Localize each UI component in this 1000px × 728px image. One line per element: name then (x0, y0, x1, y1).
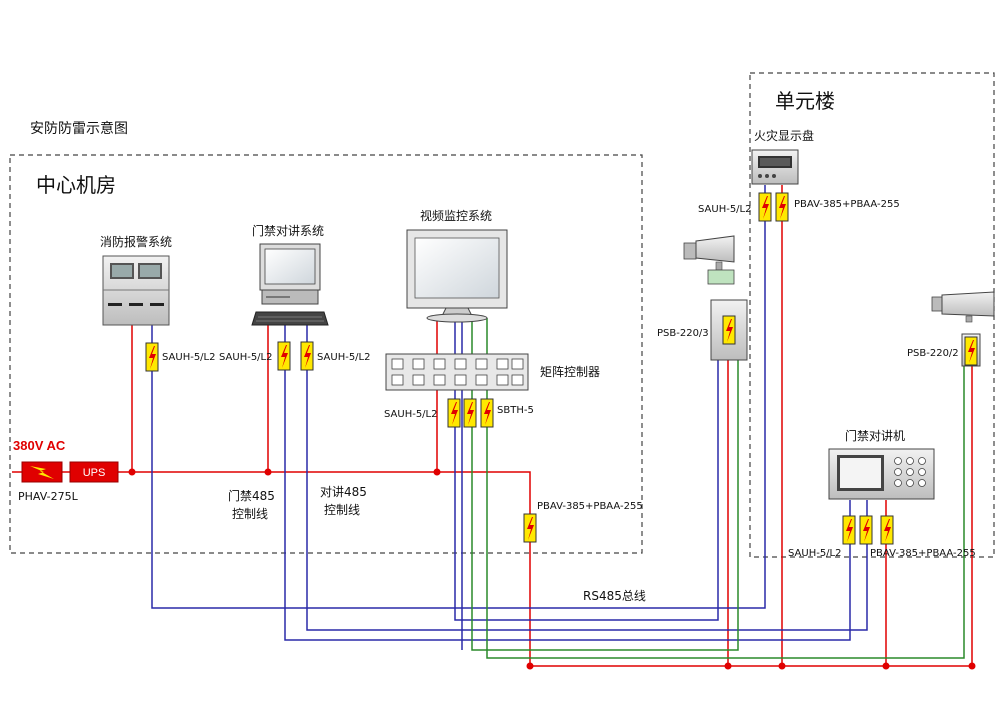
ups-label: UPS (83, 467, 106, 479)
spd-access-right (300, 341, 314, 371)
video-line-green-2 (486, 318, 965, 659)
spd-access-right-label: SAUH-5/L2 (317, 352, 371, 363)
talk485-label-2: 控制线 (324, 503, 360, 517)
spd-intercom-1 (842, 515, 856, 545)
junction-dots (128, 468, 976, 670)
spd-matrix-3 (480, 398, 494, 428)
intercom-unit (828, 448, 935, 500)
access485-label-2: 控制线 (232, 507, 268, 521)
wiring (12, 185, 973, 667)
psb-camera-2-label: PSB-220/2 (907, 348, 959, 359)
spd-center-power-label: PBAV-385+PBAA-255 (537, 501, 643, 512)
spd-access-left-label: SAUH-5/L2 (219, 352, 273, 363)
video-monitor (406, 229, 508, 323)
spd-matrix-sbth-label: SBTH-5 (497, 405, 534, 416)
access-pc (251, 243, 329, 326)
spd-camera-2 (964, 336, 978, 366)
access-system-label: 门禁对讲系统 (252, 223, 324, 238)
fire-alarm-panel (102, 255, 170, 326)
intercom-label: 门禁对讲机 (845, 428, 905, 443)
spd-firedisplay-left-label: SAUH-5/L2 (698, 204, 752, 215)
spd-matrix-sauh-label: SAUH-5/L2 (384, 409, 438, 420)
fire-alarm-label: 消防报警系统 (100, 234, 172, 249)
spd-firedisplay-1 (758, 192, 772, 222)
spd-intercom-right-label: PBAV-385+PBAA-255 (870, 548, 976, 559)
spd-intercom-2 (859, 515, 873, 545)
video-system-label: 视频监控系统 (420, 208, 492, 223)
video-line-green-1 (471, 318, 739, 651)
page-title: 安防防雷示意图 (30, 120, 128, 137)
spd-intercom-3 (880, 515, 894, 545)
spd-fire-alarm-label: SAUH-5/L2 (162, 352, 216, 363)
spd-matrix-2 (463, 398, 477, 428)
phav-label: PHAV-275L (18, 490, 79, 503)
matrix-label: 矩阵控制器 (540, 365, 600, 379)
spd-matrix-1 (447, 398, 461, 428)
zone-center-room (9, 154, 643, 554)
talk485-label-1: 对讲485 (320, 484, 367, 499)
spd-intercom-left-label: SAUH-5/L2 (788, 548, 842, 559)
camera-1 (683, 235, 748, 361)
access485-label-1: 门禁485 (228, 488, 275, 503)
fire-display-label: 火灾显示盘 (754, 128, 814, 143)
rs485-label: RS485总线 (583, 589, 646, 603)
talk485-line (306, 325, 868, 631)
spd-firedisplay-2 (775, 192, 789, 222)
spd-camera-1 (722, 315, 736, 345)
spd-access-left (277, 341, 291, 371)
fire-display-panel (751, 149, 799, 185)
zone-unit-label: 单元楼 (775, 89, 835, 113)
power-source-label: 380V AC (13, 438, 66, 453)
psb-camera-1-label: PSB-220/3 (657, 328, 709, 339)
spd-center-power (523, 513, 537, 543)
zone-center-label: 中心机房 (36, 173, 116, 197)
matrix-controller (385, 353, 529, 391)
ups-unit: UPS (69, 461, 119, 483)
rs485-bus-line (151, 185, 766, 609)
spd-fire-alarm (145, 342, 159, 372)
video-line-blue-1 (454, 318, 719, 621)
phav-protector (21, 461, 63, 483)
access485-line (284, 325, 851, 641)
spd-firedisplay-right-label: PBAV-385+PBAA-255 (794, 199, 900, 210)
